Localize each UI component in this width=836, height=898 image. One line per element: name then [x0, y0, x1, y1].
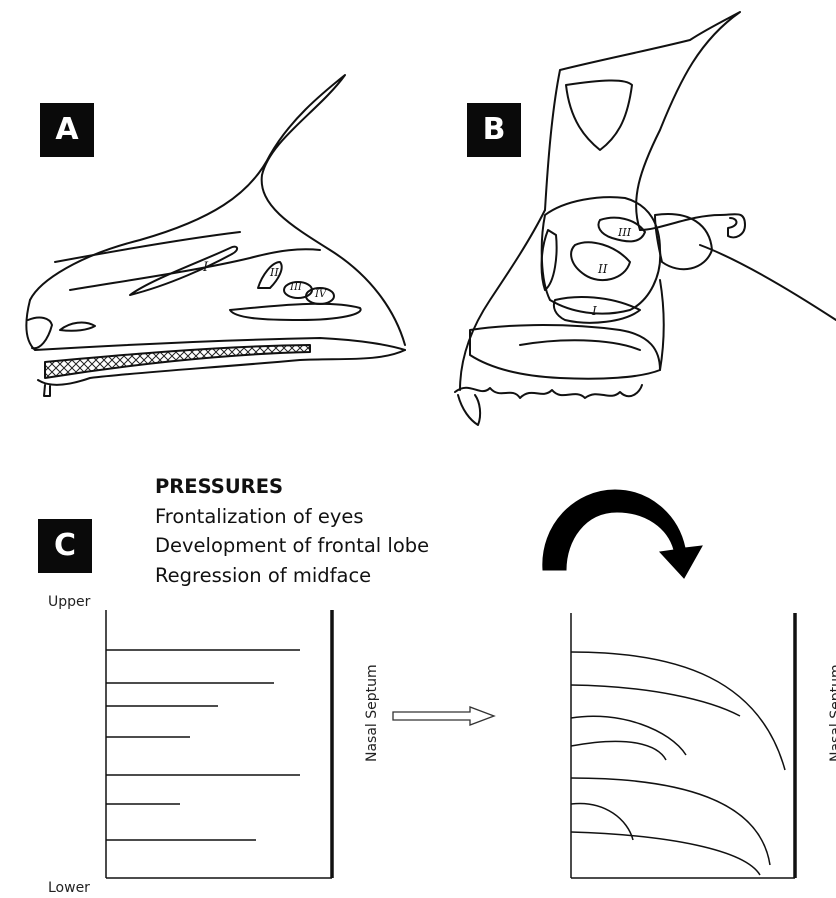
panel-b-numeral-3: III	[618, 226, 631, 239]
right-turbinate-1	[571, 652, 785, 770]
lower-label: Lower	[48, 880, 90, 896]
panel-a-numeral-4: IV	[315, 289, 326, 300]
upper-label: Upper	[48, 594, 90, 610]
right-turbinate-3	[571, 716, 686, 755]
right-turbinate-2	[571, 685, 740, 716]
nasal-septum-right-label: Nasal Septum	[828, 670, 836, 762]
panel-a-numeral-2: II	[270, 266, 279, 279]
right-turbinate-5	[571, 778, 770, 865]
right-turbinate-4	[571, 741, 666, 760]
nasal-septum-left-label: Nasal Septum	[364, 670, 380, 762]
panel-b-numeral-2: II	[598, 262, 607, 276]
right-turbinate-7	[571, 832, 760, 875]
panel-a-numeral-3: III	[290, 282, 302, 293]
panel-a-numeral-1: I	[203, 260, 208, 275]
panel-b-numeral-1: I	[592, 304, 597, 318]
